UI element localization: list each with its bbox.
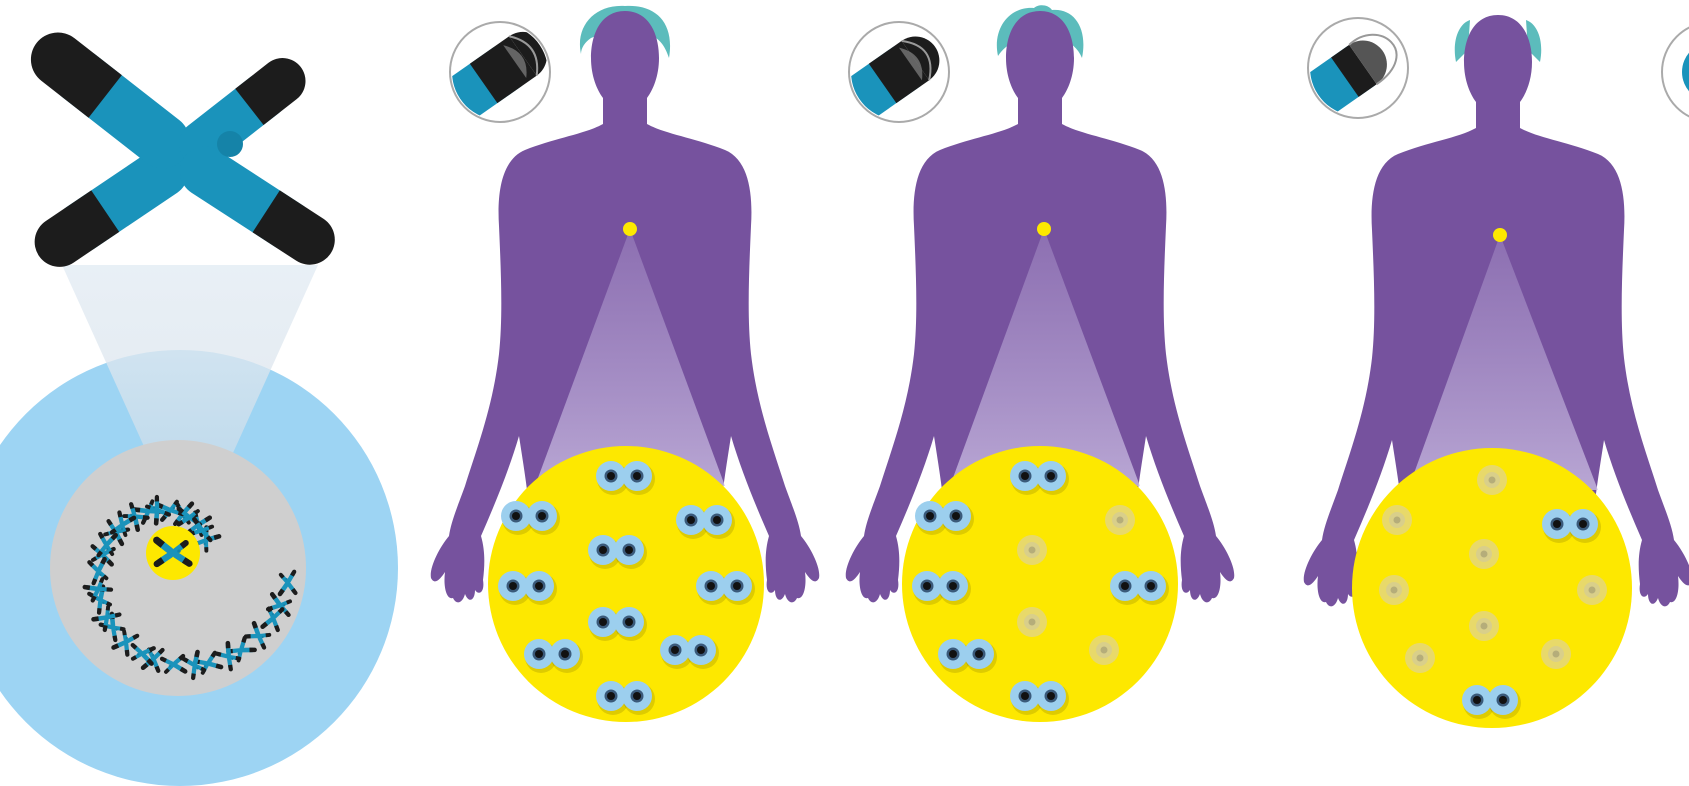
telomere-short-icon bbox=[1278, 18, 1408, 134]
senescent-cell bbox=[1379, 575, 1409, 605]
focus-point bbox=[1037, 222, 1051, 236]
senescent-cell bbox=[1469, 611, 1499, 641]
senescent-cell bbox=[1017, 535, 1047, 565]
figure-3 bbox=[1278, 15, 1689, 728]
senescent-cell bbox=[1469, 539, 1499, 569]
chromosome-panel bbox=[0, 22, 398, 786]
senescent-cell bbox=[1541, 639, 1571, 669]
telomere-long-icon bbox=[421, 22, 557, 138]
focus-point bbox=[1493, 228, 1507, 242]
senescent-cell bbox=[1382, 505, 1412, 535]
senescent-cell bbox=[1017, 607, 1047, 637]
focus-point bbox=[623, 222, 637, 236]
senescent-cell bbox=[1577, 575, 1607, 605]
telomere-partial-icon bbox=[1662, 22, 1689, 122]
figure-2 bbox=[820, 5, 1235, 722]
senescent-cell bbox=[1405, 643, 1435, 673]
x-chromosome-icon bbox=[20, 22, 344, 277]
telomere-medium-icon bbox=[820, 22, 949, 138]
figure-1 bbox=[421, 6, 820, 722]
senescent-cell bbox=[1089, 635, 1119, 665]
senescent-cell bbox=[1477, 465, 1507, 495]
senescent-cell bbox=[1105, 505, 1135, 535]
